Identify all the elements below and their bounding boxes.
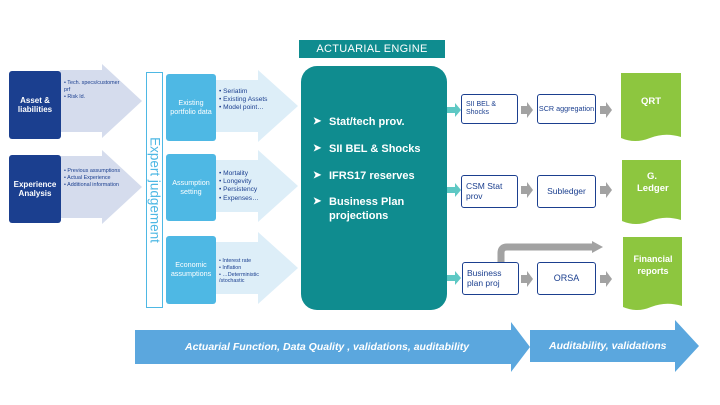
tick-icon: ➤ [313, 196, 322, 208]
existing-portfolio-label: Existing portfolio data [170, 97, 212, 116]
experience-analysis-label: Experience Analysis [13, 179, 57, 198]
bent-arrow [497, 243, 593, 262]
sii-bel-shocks-label: SII BEL & Shocks [466, 101, 497, 116]
bullet: Longevity [223, 178, 252, 186]
financial-reports-label: Financial reports [633, 254, 673, 276]
band-left-label: Actuarial Function, Data Quality , valid… [185, 341, 470, 353]
existing-portfolio-bullets: • Seriatim • Existing Assets • Model poi… [219, 88, 268, 112]
business-plan-proj-label: Business plan proj [467, 268, 502, 288]
sii-bel-shocks-box: SII BEL & Shocks [461, 94, 518, 124]
csm-stat-prov-label: CSM Stat prov [466, 181, 503, 201]
experience-analysis-box: Experience Analysis [9, 155, 61, 223]
subledger-box: Subledger [537, 175, 596, 208]
gledger-doc [622, 160, 681, 224]
actuarial-engine-box: ➤Stat/tech prov. ➤SII BEL & Shocks ➤IFRS… [301, 66, 447, 310]
economic-assumptions-bullets: • Interest rate • Inflation • …Determini… [219, 258, 259, 285]
bullet: Mortality [223, 170, 249, 177]
gledger-label: G. Ledger [637, 171, 669, 195]
block-arrow-2 [210, 150, 298, 222]
qrt-label: QRT [640, 96, 662, 107]
bullet: Previous assumptions [67, 168, 121, 174]
tick-icon: ➤ [313, 116, 322, 127]
assumption-setting-box: Assumption setting [166, 154, 216, 221]
block-arrow-1 [210, 70, 298, 142]
business-plan-proj-box: Business plan proj [462, 262, 519, 295]
subledger-label: Subledger [547, 185, 586, 196]
assumption-setting-label: Assumption setting [172, 177, 210, 196]
gray-arrows [521, 102, 612, 287]
bullet: Model point… [223, 104, 264, 112]
expert-judgement-label: Expert judgement [147, 137, 162, 243]
bullet: Additional information [67, 181, 119, 188]
orsa-box: ORSA [537, 262, 596, 295]
input-arrow-1 [60, 64, 142, 138]
engine-arrow-1 [447, 103, 461, 117]
existing-portfolio-box: Existing portfolio data [166, 74, 216, 141]
engine-item: ➤SII BEL & Shocks [313, 142, 421, 155]
bullet: Persistency [223, 186, 258, 194]
financial-doc [623, 237, 682, 310]
csm-stat-prov-box: CSM Stat prov [461, 175, 518, 208]
assumption-setting-bullets: • Mortality • Longevity • Persistency • … [219, 170, 259, 202]
bullet: Seriatim [223, 88, 248, 95]
bullet: Tech. specs/customer prf [64, 80, 120, 93]
economic-assumptions-box: Economic assumptions [166, 236, 216, 304]
engine-title: ACTUARIAL ENGINE [299, 40, 445, 58]
bullet: Inflation [222, 264, 242, 271]
asset-liabilities-bullets: • Tech. specs/customer prf • Risk ld. [64, 80, 120, 100]
band-right-label: Auditability, validations [549, 340, 667, 352]
experience-analysis-bullets: • Previous assumptions • Actual Experien… [64, 168, 121, 188]
bullet: Risk ld. [67, 93, 86, 100]
bullet: Existing Assets [223, 96, 268, 104]
orsa-label: ORSA [553, 272, 580, 283]
bullet: …Deterministic /stochastic [219, 271, 259, 285]
block-arrow-3 [210, 232, 298, 304]
bullet: Actual Experience [67, 174, 111, 181]
engine-item: ➤Business Plan projections [313, 196, 405, 222]
bullet: Expenses… [223, 194, 259, 202]
input-arrow-2 [60, 150, 142, 224]
qrt-doc [621, 73, 681, 141]
tick-icon: ➤ [313, 142, 322, 154]
asset-liabilities-label: Asset & liabilities [17, 95, 53, 114]
bullet: Interest rate [222, 258, 252, 264]
engine-item: ➤Stat/tech prov. [313, 116, 405, 128]
engine-arrow-2 [447, 183, 461, 197]
band-arrow-right [530, 320, 699, 372]
scr-aggregation-label: SCR aggregation [538, 104, 595, 114]
expert-judgement-bar: Expert judgement [146, 72, 163, 308]
engine-item: ➤IFRS17 reserves [313, 169, 415, 182]
economic-assumptions-label: Economic assumptions [170, 260, 212, 278]
scr-aggregation-box: SCR aggregation [537, 94, 596, 124]
asset-liabilities-box: Asset & liabilities [9, 71, 61, 139]
band-arrow-left [135, 322, 530, 372]
tick-icon: ➤ [313, 169, 322, 181]
engine-arrow-3 [447, 271, 461, 285]
